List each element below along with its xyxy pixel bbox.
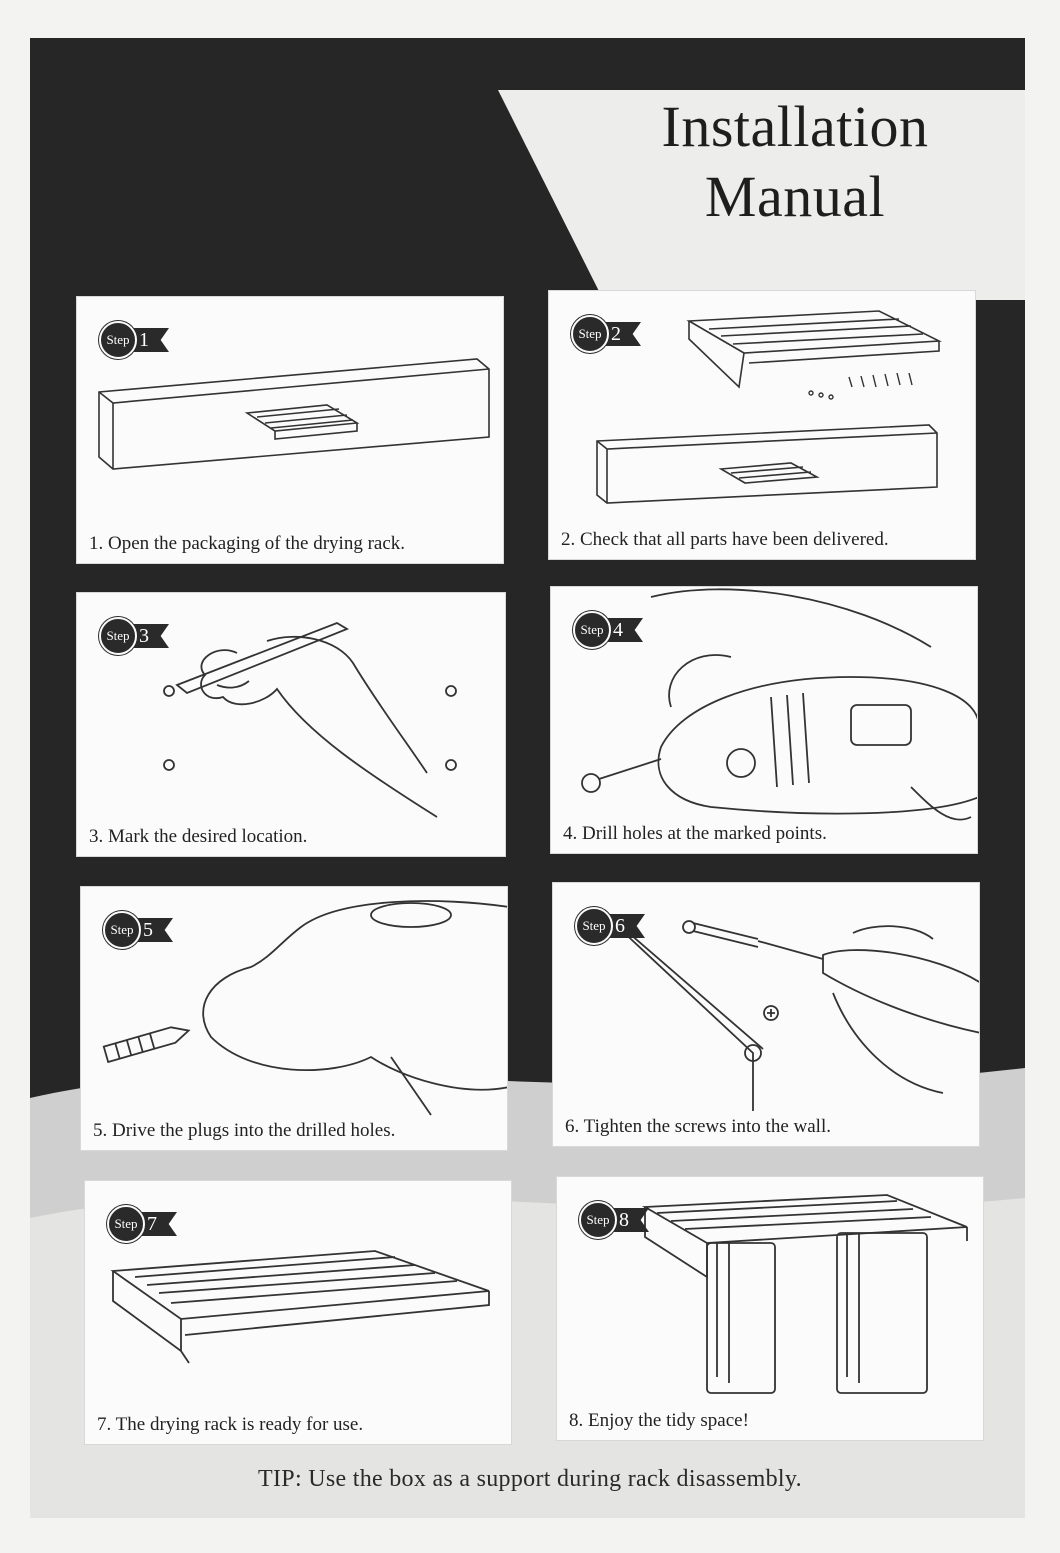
step-5-badge: Step 5 — [103, 911, 173, 949]
step-4-badge: Step 4 — [573, 611, 643, 649]
title-line-2: Manual — [704, 164, 886, 229]
drill-illustration — [581, 588, 977, 821]
tip-text: TIP: Use the box as a support during rac… — [258, 1466, 802, 1492]
parts-check-illustration — [596, 310, 943, 504]
step-6-badge: Step 6 — [575, 907, 645, 945]
step-label: Step — [99, 321, 137, 359]
step-1-panel: Step 1 1. Open the packaging of the dryi… — [76, 296, 504, 564]
step-2-panel: Step 2 2. Check that all parts have been… — [548, 290, 976, 560]
step-3-caption: 3. Mark the desired location. — [89, 826, 308, 847]
step-2-caption: 2. Check that all parts have been delive… — [561, 529, 889, 550]
step-label: Step — [575, 907, 613, 945]
step-label: Step — [103, 911, 141, 949]
step-7-caption: 7. The drying rack is ready for use. — [97, 1414, 364, 1435]
screwdriver-illustration — [602, 912, 979, 1111]
step-3-badge: Step 3 — [99, 617, 169, 655]
step-8-caption: 8. Enjoy the tidy space! — [569, 1410, 749, 1431]
step-6-caption: 6. Tighten the screws into the wall. — [565, 1116, 831, 1137]
step-5-panel: Step 5 5. Drive the plugs into the drill… — [80, 886, 508, 1151]
step-8-panel: Step 8 8. Enjoy the tidy space! — [556, 1176, 984, 1441]
step-4-caption: 4. Drill holes at the marked points. — [563, 823, 827, 844]
rack-with-towels-illustration — [641, 1194, 968, 1394]
step-label: Step — [579, 1201, 617, 1239]
title-line-1: Installation — [661, 94, 929, 159]
page-title: Installation Manual — [640, 92, 950, 232]
step-1-badge: Step 1 — [99, 321, 169, 359]
mark-location-illustration — [163, 622, 457, 818]
step-5-caption: 5. Drive the plugs into the drilled hole… — [93, 1120, 396, 1141]
step-2-badge: Step 2 — [571, 315, 641, 353]
package-box-illustration — [98, 358, 490, 470]
step-label: Step — [571, 315, 609, 353]
step-label: Step — [99, 617, 137, 655]
step-3-panel: Step 3 3. Mark the desired location. — [76, 592, 506, 857]
step-6-panel: Step 6 6. Tighten the screws into the wa… — [552, 882, 980, 1147]
assembled-rack-illustration — [110, 1250, 490, 1364]
step-7-badge: Step 7 — [107, 1205, 177, 1243]
step-label: Step — [573, 611, 611, 649]
step-7-panel: Step 7 7. The drying rack is ready for u… — [84, 1180, 512, 1445]
step-label: Step — [107, 1205, 145, 1243]
hammer-plug-illustration — [102, 900, 507, 1116]
step-1-caption: 1. Open the packaging of the drying rack… — [89, 533, 406, 554]
step-8-badge: Step 8 — [579, 1201, 649, 1239]
step-4-panel: Step 4 4. Drill holes at the marked poin… — [550, 586, 978, 854]
